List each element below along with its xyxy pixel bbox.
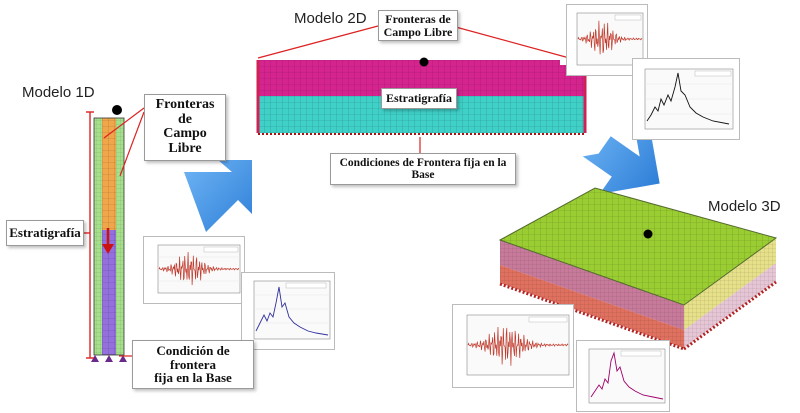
- callout-strat-1d: Estratigrafía: [6, 220, 84, 246]
- model-3d-mesh: [498, 187, 778, 351]
- spectrum-chart-1d: [241, 272, 335, 350]
- callout-strat-2d: Estratigrafía: [381, 88, 457, 109]
- observation-point-icon-2d: [419, 57, 429, 67]
- time-history-chart-3d: [452, 304, 574, 388]
- time-history-chart-1d: [143, 236, 245, 304]
- model-2d-title: Modelo 2D: [294, 10, 367, 27]
- observation-point-icon-3d: [643, 229, 653, 239]
- callout-lines-1d: [103, 107, 145, 357]
- callout-lines-2d: [257, 25, 585, 155]
- callout-boundaries-1d-line1: Fronteras de: [155, 97, 215, 127]
- callout-boundaries-2d-line2: Campo Libre: [383, 24, 453, 39]
- time-history-chart-2d: [566, 4, 648, 76]
- spectrum-chart-2d: [632, 58, 740, 140]
- wave-direction-arrow: [102, 228, 114, 254]
- model-2d-mesh: [256, 60, 587, 135]
- model-1d-column: [93, 117, 125, 356]
- callout-boundaries-2d: Fronteras de Campo Libre: [378, 10, 458, 42]
- strat-bracket-1d: [78, 111, 94, 359]
- flow-arrow-icon: [184, 160, 252, 232]
- callout-boundaries-2d-line1: Fronteras de: [385, 12, 451, 26]
- callout-boundaries-1d-line2: Campo Libre: [163, 126, 207, 157]
- callout-base-1d: Condición de frontera fija en la Base: [132, 340, 254, 389]
- observation-point-icon: [112, 105, 122, 115]
- model-1d-title: Modelo 1D: [22, 84, 95, 101]
- fixed-support-icon: [91, 355, 127, 362]
- spectrum-chart-3d: [576, 340, 670, 412]
- callout-base-1d-line2: fija en la Base: [154, 370, 232, 386]
- callout-base-1d-line1: Condición de frontera: [156, 343, 230, 372]
- callout-boundaries-1d: Fronteras de Campo Libre: [144, 94, 226, 161]
- callout-base-2d: Condiciones de Frontera fija en la Base: [330, 153, 516, 186]
- model-3d-title: Modelo 3D: [708, 198, 781, 215]
